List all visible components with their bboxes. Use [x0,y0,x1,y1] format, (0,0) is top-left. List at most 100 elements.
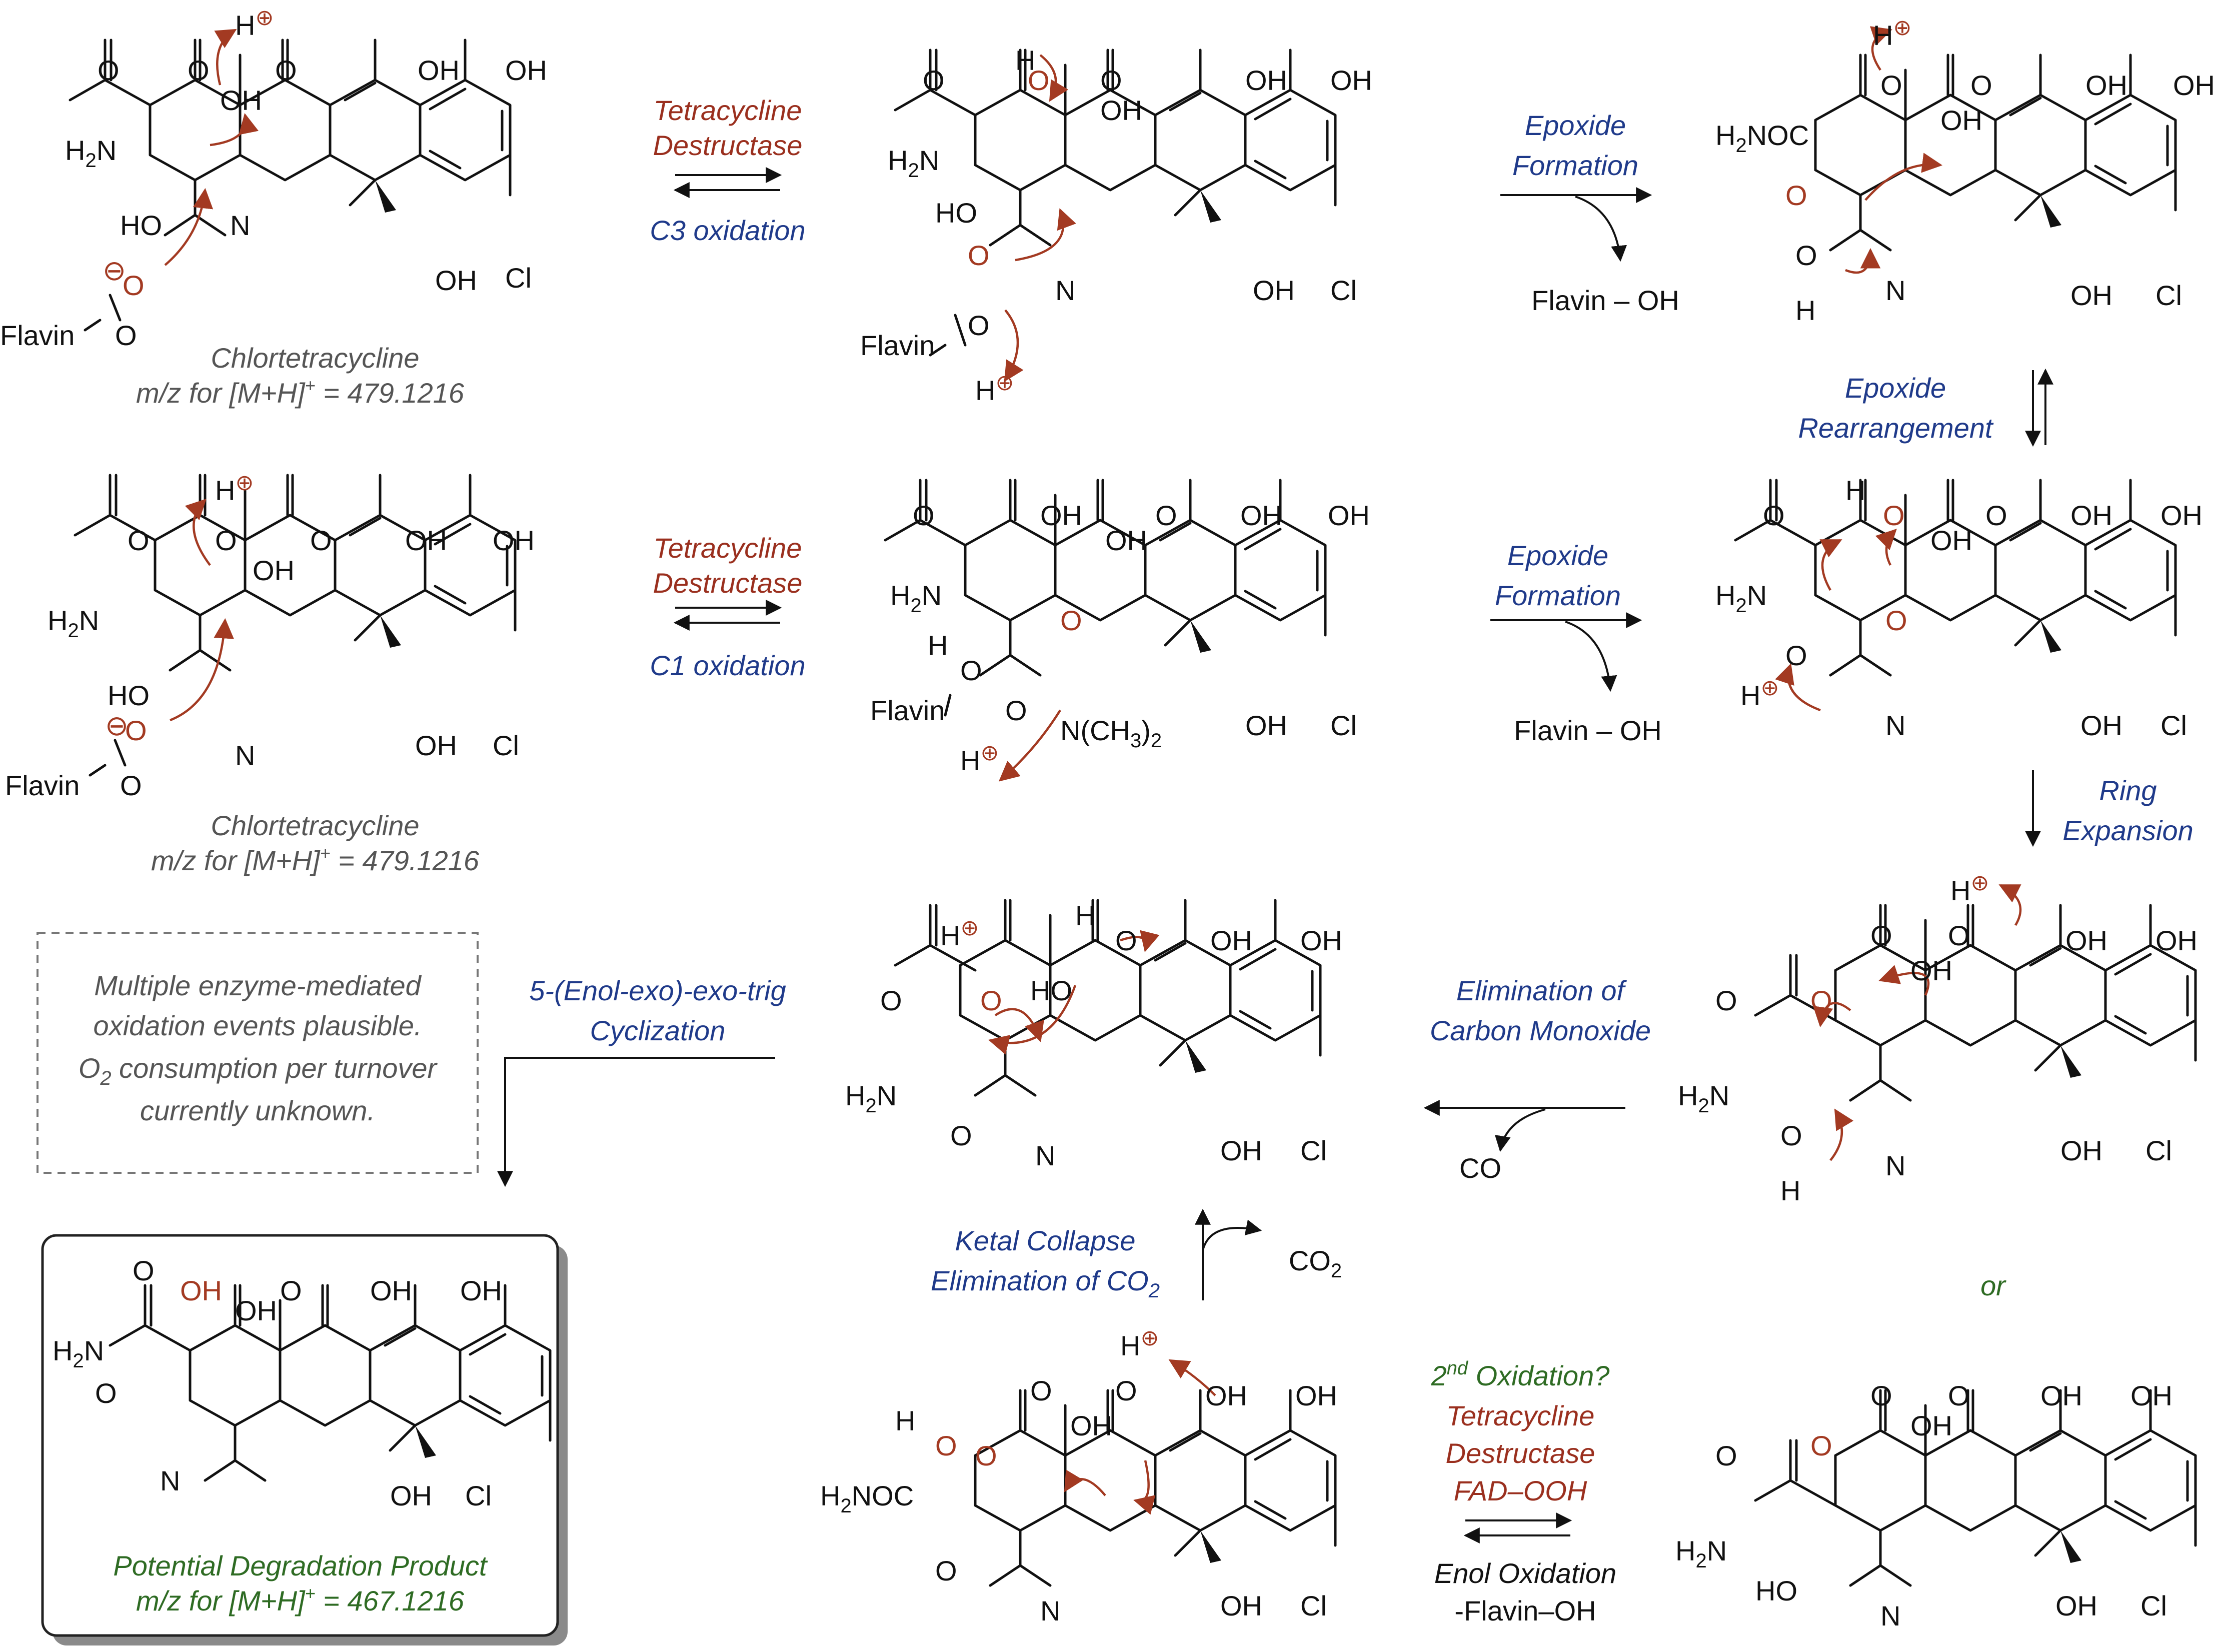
atom-cl: Cl [1330,275,1357,306]
atom-o: O [968,310,990,341]
atom-h: H [1795,295,1815,326]
label-enzyme-3b: Destructase [1446,1437,1595,1469]
label-enzyme-2b: Destructase [653,567,803,599]
note-line-1: Multiple enzyme-mediated [94,970,422,1001]
atom-n: N [1040,1595,1060,1626]
atom-h-plus: H⊕ [1740,676,1779,711]
compound-name-ctc-1: Chlortetracycline [211,342,419,374]
atom-oh: OH [2130,1380,2172,1411]
atom-h-plus: H⊕ [215,471,254,506]
atom-n: N [1880,1600,1900,1631]
product-mz: m/z for [M+H]+ = 467.1216 [136,1583,465,1616]
atom-h: H [1845,475,1865,506]
label-c3-oxidation: C3 oxidation [650,215,805,246]
atom-o: O [1030,1375,1052,1406]
atom-flavin: Flavin [5,770,80,801]
atom-oh: OH [220,85,262,116]
atom-o: O [1880,70,1902,101]
atom-o: O [123,270,145,301]
atom-o: O [1780,1120,1802,1151]
atom-oh: OH [435,265,477,296]
atom-o: O [128,525,150,556]
compound-name-ctc-2: Chlortetracycline [211,810,419,841]
atom-h2noc: H2NOC [820,1480,914,1517]
atom-oh: OH [1105,525,1147,556]
label-elimination-co-1: Elimination of [1456,975,1627,1006]
atom-o: O [935,1555,957,1586]
atom-o: O [950,1120,972,1151]
label-enzyme-2a: Tetracycline [654,532,802,564]
atom-o: O [1785,180,1807,211]
atom-o: O [1970,70,1992,101]
atom-oh: OH [1040,500,1082,531]
byproduct-co: CO [1459,1152,1501,1184]
atom-oh: OH [2160,500,2202,531]
atom-oh: OH [1930,525,1972,556]
atom-h2n: H2N [845,1080,897,1117]
atom-oh: OH [505,55,547,86]
atom-o: O [935,1430,957,1461]
label-fad-ooh: FAD–OOH [1454,1475,1587,1506]
atom-o: O [975,1440,997,1471]
label-epoxide-formation-1b: Formation [1512,150,1638,181]
atom-cl: Cl [1330,710,1357,741]
atom-oh: OH [415,730,457,761]
atom-o: O [1715,985,1737,1016]
note-box [37,932,479,1174]
atom-cl: Cl [465,1480,492,1511]
label-ketal-collapse-1: Ketal Collapse [955,1225,1135,1256]
label-epoxide-rearrangement-2: Rearrangement [1798,412,1994,444]
atom-o: O [880,985,902,1016]
product-box [41,1234,559,1637]
atom-o: O [120,770,142,801]
atom-o: O [1985,500,2007,531]
atom-o: O [280,1275,302,1306]
label-second-oxidation: 2nd Oxidation? [1431,1358,1610,1391]
atom-n: N [1885,710,1905,741]
atom-o: O [1948,1380,1970,1411]
atom-h: H [928,630,948,661]
atom-oh: OH [1253,275,1295,306]
atom-flavin: Flavin [0,320,75,351]
atom-h2n: H2N [48,605,99,642]
atom-o: O [275,55,297,86]
byproduct-co2: CO2 [1289,1245,1342,1282]
atom-o: O [98,55,120,86]
atom-oh: OH [405,525,447,556]
atom-h-plus: H⊕ [940,916,979,951]
label-epoxide-rearrangement-1: Epoxide [1845,372,1946,404]
atom-oh: OH [253,555,295,586]
atom-h-plus: H⊕ [1120,1326,1159,1361]
atom-o: O [968,240,990,271]
atom-h2n: H2N [888,145,939,182]
atom-ho: HO [120,210,162,241]
atom-h2n: H2N [65,135,117,172]
atom-o: O [1810,1430,1832,1461]
atom-ho: HO [1030,975,1072,1006]
structure-ring-opened-intermediate [960,900,1320,1095]
atom-o: O [913,500,935,531]
atom-o: O [1870,920,1892,951]
atom-o: O [1100,65,1122,96]
atom-oh: OH [460,1275,502,1306]
atom-n: N [1885,1150,1905,1181]
atom-cl: Cl [2160,710,2187,741]
atom-n: N [230,210,250,241]
label-or: or [1980,1270,2006,1301]
atom-o: O [188,55,210,86]
atom-h-plus: H⊕ [1873,16,1911,51]
atom-oh: OH [2155,925,2197,956]
flavin-peroxide-bonds [84,294,967,777]
atom-oh: OH [390,1480,432,1511]
atom-o: O [1060,605,1082,636]
atom-labels: H2N O O O OH OH OH HO N OH Cl H⊕ ⊖ O Fla… [0,6,2215,1631]
label-flavin-oh-loss: -Flavin–OH [1454,1595,1596,1626]
label-epoxide-formation-1a: Epoxide [1525,110,1626,141]
label-enzyme-3a: Tetracycline [1446,1400,1595,1431]
atom-h-plus: H⊕ [975,371,1014,406]
atom-h2noc: H2NOC [1715,120,1809,157]
note-line-4: currently unknown. [140,1095,375,1126]
atom-oh: OH [1240,500,1282,531]
atom-o: O [1005,695,1027,726]
